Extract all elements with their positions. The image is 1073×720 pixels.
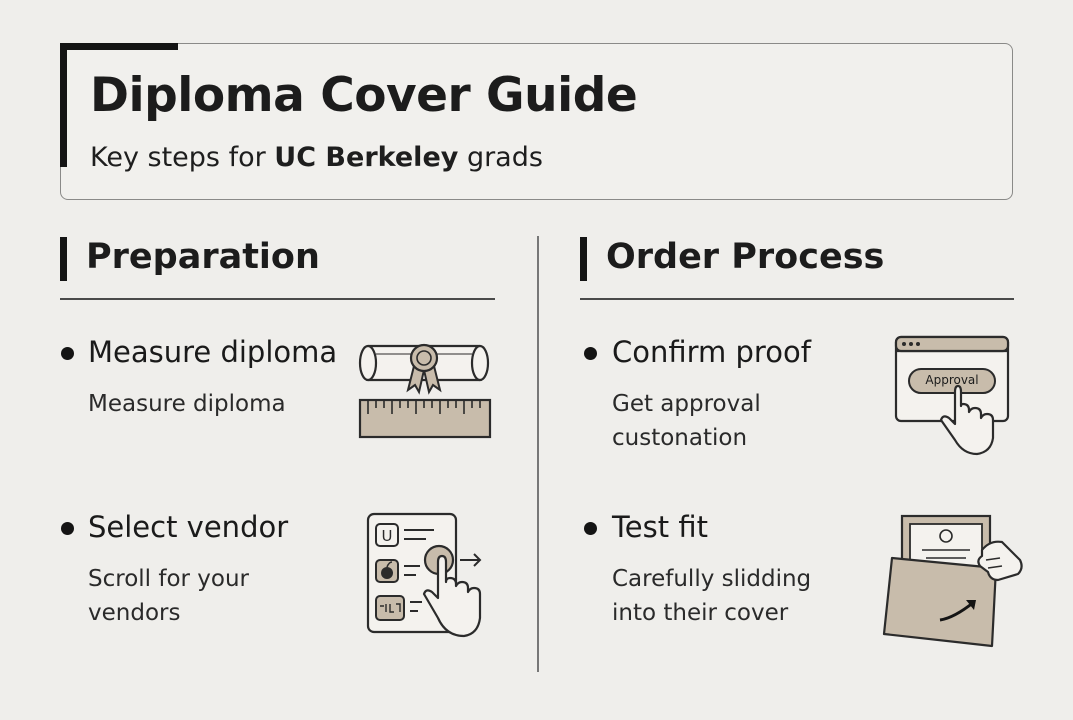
section-title-preparation: Preparation [86,237,320,277]
vendor-list-tap-icon: U [366,512,482,638]
subtitle-emphasis: UC Berkeley [274,142,459,173]
subtitle-suffix: grads [458,142,543,173]
section-bar-preparation [60,237,67,281]
item-title-select-vendor: Select vendor [88,510,289,544]
section-bar-order-process [580,237,587,281]
approval-button-label: Approval [925,373,979,387]
approval-click-icon: Approval [893,334,1013,456]
bullet [61,522,74,535]
page-title: Diploma Cover Guide [90,68,638,123]
header-accent-top [60,43,178,50]
item-title-test-fit: Test fit [612,510,708,544]
section-rule-order-process [580,298,1014,300]
subtitle-prefix: Key steps for [90,142,275,173]
bullet [61,347,74,360]
item-desc-measure-diploma: Measure diploma [88,391,286,417]
bullet [584,347,597,360]
column-divider [537,236,539,672]
certificate-cover-icon [882,514,1023,648]
item-desc-select-vendor: Scroll for your vendors [88,566,250,626]
header-card [60,43,1013,200]
page-subtitle: Key steps for UC Berkeley grads [90,142,543,173]
diploma-ruler-icon [358,343,492,439]
section-rule-preparation [60,298,495,300]
svg-text:U: U [382,527,393,545]
item-title-confirm-proof: Confirm proof [612,335,811,369]
browser-window-icon [894,335,1010,456]
item-desc-test-fit: Carefully slidding into their cover [612,566,812,626]
bullet [584,522,597,535]
header-accent-left [60,43,67,167]
section-title-order-process: Order Process [606,237,885,277]
item-title-measure-diploma: Measure diploma [88,335,338,369]
item-desc-confirm-proof: Get approval custonation [612,391,761,451]
